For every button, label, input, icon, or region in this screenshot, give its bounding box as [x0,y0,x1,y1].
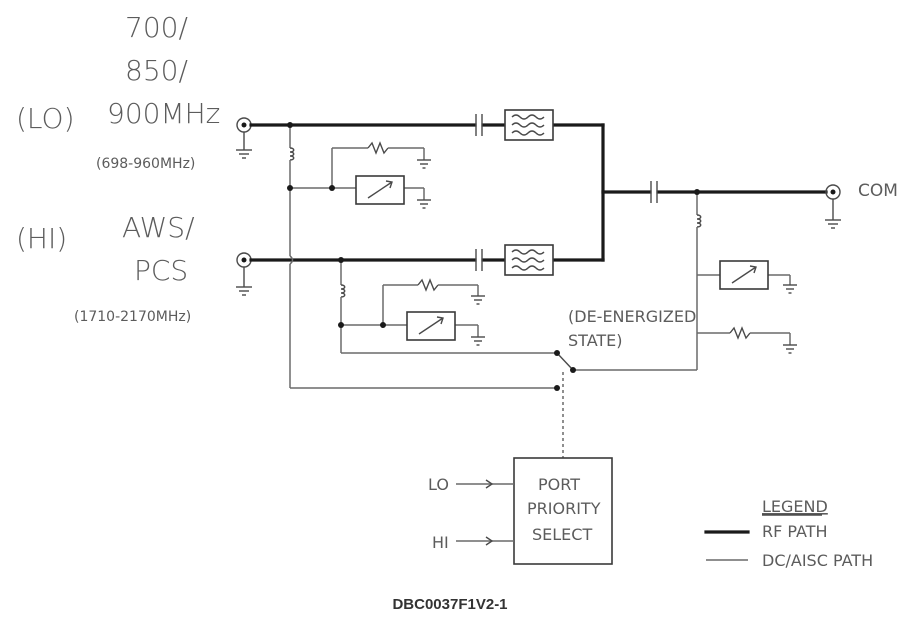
selector-input-lo: LO [428,475,449,494]
hi-port-connector [236,252,252,296]
lo-input-arrow-icon [485,479,494,489]
legend-title: LEGEND [762,497,828,516]
selector-input-hi: HI [432,533,449,552]
ground-symbols [417,159,797,354]
state-note-line-2: STATE) [568,331,623,350]
lo-band-line-3: 900MHz [107,97,220,130]
legend-rf-label: RF PATH [762,522,828,541]
lo-band-tag: (LO) [16,102,75,135]
dc-path-lines [289,125,791,458]
capacitor-lo [475,114,483,136]
bandpass-filter-hi [504,244,554,276]
variable-component-com [719,260,769,290]
bandpass-filter-lo [504,109,554,141]
variable-component-hi [406,311,456,341]
com-label: COM [858,181,898,201]
legend-dc-label: DC/AISC PATH [762,551,873,570]
capacitor-com [650,181,658,203]
hi-band-range: (1710-2170MHz) [74,309,191,325]
capacitor-hi [475,249,483,271]
lo-band-range: (698-960MHz) [96,156,195,172]
hi-band-line-1: AWS/ [122,211,195,244]
hi-input-arrow-icon [485,536,494,546]
rf-path-lines [249,123,828,262]
hi-band-line-2: PCS [134,254,188,287]
state-note-line-1: (DE-ENERGIZED [568,307,696,326]
figure-caption: DBC0037F1V2-1 [392,596,508,613]
lo-band-line-2: 850/ [125,54,188,87]
selector-line-3: SELECT [532,525,592,544]
port-priority-select-block [513,457,613,565]
com-port-connector [825,184,841,229]
lo-band-line-1: 700/ [125,11,188,44]
selector-line-1: PORT [538,475,580,494]
variable-component-lo [355,175,405,205]
junction-dots [287,122,700,391]
selector-line-2: PRIORITY [527,499,601,518]
hi-band-tag: (HI) [16,222,67,255]
